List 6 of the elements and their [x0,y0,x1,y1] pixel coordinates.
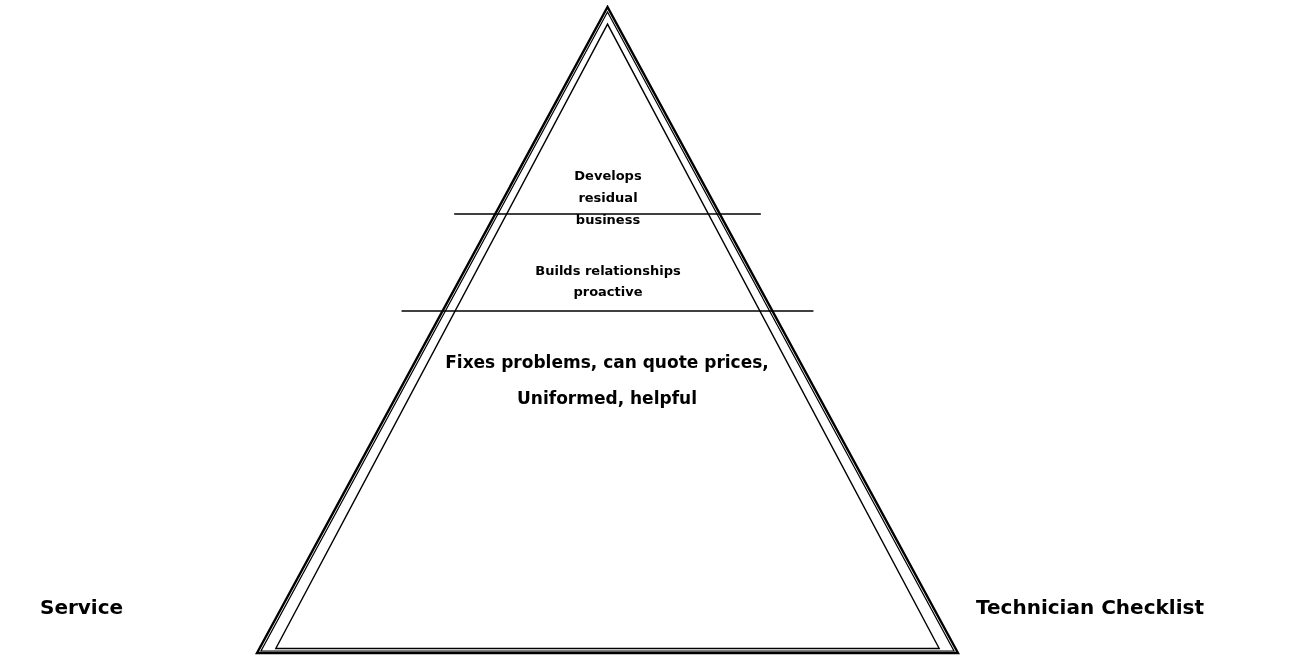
tier-text: Builds relationships proactive [510,261,706,303]
tier-text: Develops residual business [564,165,652,232]
side-label: Service [40,595,124,619]
side-label: Technician Checklist [976,595,1204,619]
pyramid-drawing [255,5,960,655]
tier-text: Fixes problems, can quote prices, Uniformed, helpful [427,345,787,417]
